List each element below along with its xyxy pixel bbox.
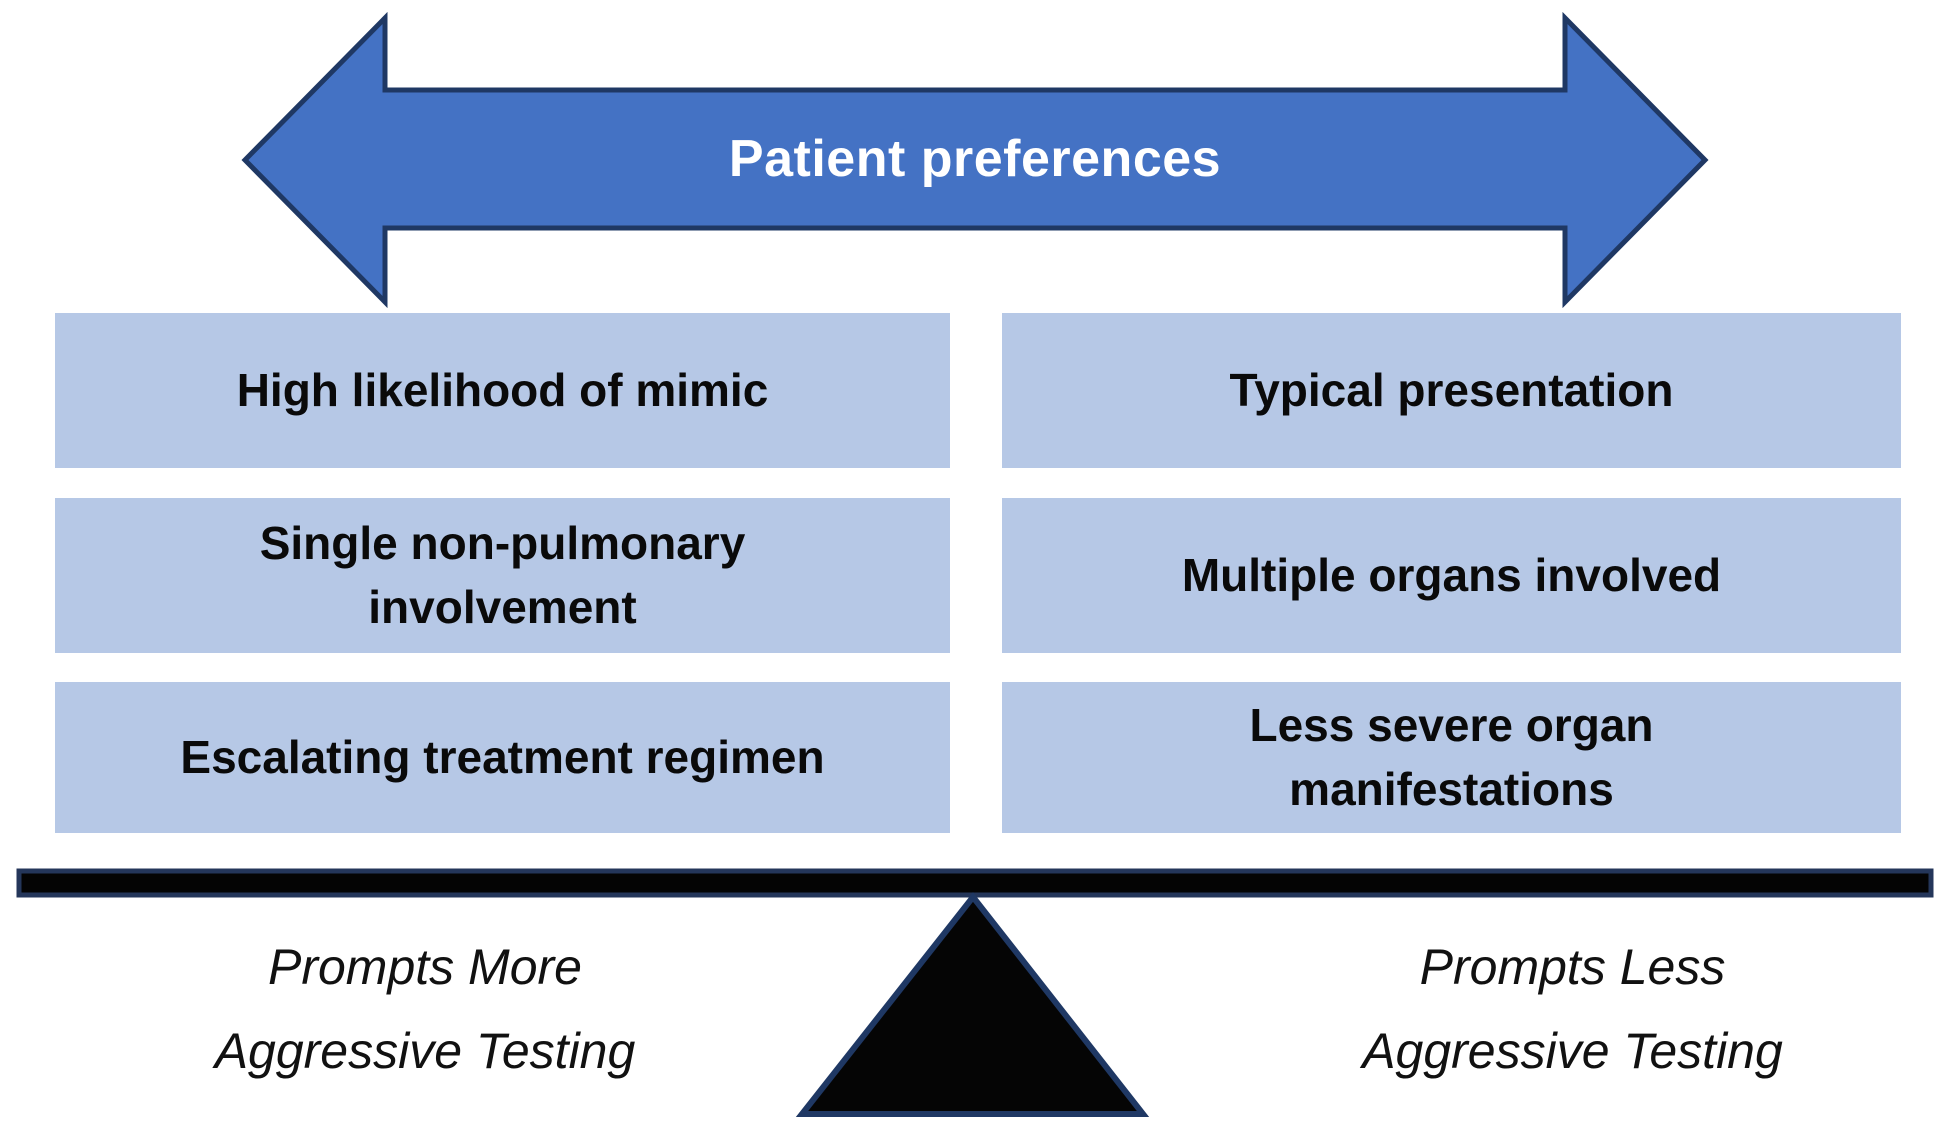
box-typical-presentation: Typical presentation [1002,313,1901,468]
box-label: Typical presentation [1229,363,1674,416]
box-label: Multiple organs involved [1181,548,1722,601]
box-label: Escalating treatment regimen [180,730,825,783]
prompts-more-aggressive-testing-label: Prompts More Aggressive Testing [214,939,636,1079]
box-multiple-organs-involved: Multiple organs involved [1002,498,1901,653]
prompts-less-aggressive-testing-label: Prompts Less Aggressive Testing [1362,939,1783,1079]
box-label: High likelihood of mimic [236,363,769,416]
balance-beam [16,868,1934,898]
box-label: Single non-pulmonary involvement [259,517,746,633]
box-less-severe-organ-manifestations: Less severe organ manifestations [1002,682,1901,833]
box-escalating-treatment-regimen: Escalating treatment regimen [55,682,950,833]
box-label: Less severe organ manifestations [1249,699,1654,815]
fulcrum-triangle-icon [795,892,1150,1117]
box-high-likelihood-of-mimic: High likelihood of mimic [55,313,950,468]
double-headed-arrow-shape [241,11,1709,309]
box-single-non-pulmonary-involvement: Single non-pulmonary involvement [55,498,950,653]
patient-preferences-banner-label: Patient preferences [728,130,1222,188]
